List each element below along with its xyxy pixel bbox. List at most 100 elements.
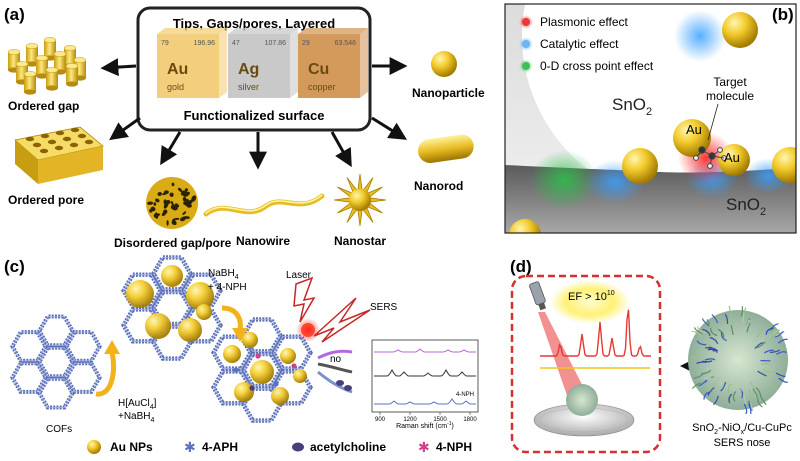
au-nps-in-cof [126,265,307,405]
cylinder [23,71,37,95]
panel-d-label: (d) [510,257,532,276]
disordered-label: Disordered gap/pore [114,236,232,250]
reagent2-line1: NaBH4 [208,268,239,281]
nanostar-label: Nanostar [334,234,386,248]
cylinder [45,67,59,91]
sers-bolt-icon [313,297,371,343]
step-arrow-2 [221,305,243,331]
legend-plasmonic: Plasmonic effect [540,15,628,29]
panel-d: (d) EF > 1010 SnO2-NiOx/Cu-CuPc SERS nos… [510,257,792,454]
spectrum-tag: 4-NPH [456,392,474,398]
star-blue-icon: ✱ [184,439,196,455]
legend-cross-point: 0-D cross point effect [540,59,654,73]
caption-line2: SERS nose [714,437,771,449]
caption-line1: SnO2-NiOx/Cu-CuPc [692,422,792,436]
nanowire-label: Nanowire [236,234,290,248]
panel-b: (b) Plasmonic effect Catalytic effect 0-… [504,3,797,234]
spectrum-tick: 1800 [463,417,477,423]
cofs-label: COFs [46,424,72,435]
laser-bolt-icon [293,276,316,323]
legend-acetylcholine: acetylcholine [310,440,386,454]
panel-c-legend: Au NPs ✱ 4-APH acetylcholine ✱ 4-NPH [87,439,472,455]
laser-beam [538,312,592,404]
ordered-gap-illustration [7,37,87,95]
cylinder [35,55,49,79]
cof-frameworks [10,255,313,423]
ordered-gap-label: Ordered gap [8,99,79,113]
legend-4-aph: 4-APH [202,440,238,454]
disordered-illustration [146,177,198,229]
spectrum-tick: 1200 [403,417,417,423]
au-left-label: Au [686,122,702,137]
sers-spectrum-red [540,309,651,357]
box-title: Tips, Gaps/pores, Layered [173,16,335,31]
panel-a: (a) Tips, Gaps/pores, Layered Functional… [4,5,485,250]
sers-nose-strands [690,305,788,415]
panel-c: (c) COFs H[AuCl4] +NaBH4 NaBH4 + 4-NPH L… [4,255,479,455]
spectrum-xlabel: Raman shift (cm-1) [396,421,454,430]
au-right-label: Au [724,150,740,165]
au-nps-icon [87,440,101,454]
laser-label: Laser [286,270,312,281]
legend-au-nps: Au NPs [110,440,153,454]
small-sensor-ball [566,384,598,416]
ef-label: EF > 1010 [568,290,615,303]
cof-cluster-1 [10,314,102,410]
ordered-pore-label: Ordered pore [8,193,84,207]
element-name: copper [308,82,336,92]
element-mass: 196.96 [194,40,216,47]
panel-b-label: (b) [772,5,794,24]
spectrum-tick: 1500 [433,417,447,423]
legend-4-nph: 4-NPH [436,440,472,454]
element-symbol: Cu [308,61,329,78]
nanorod-illustration [417,134,474,163]
nanoparticle-label: Nanoparticle [412,86,485,100]
panel-c-label: (c) [4,257,25,276]
cylinder [7,49,21,73]
nanoparticle-illustration [431,51,457,77]
ef-glow [550,280,630,324]
panel-a-label: (a) [4,5,25,24]
panel-a-arrows [100,57,408,170]
step-arrow-1 [95,351,116,397]
target-label-line1: Target [713,75,747,89]
sno2-bottom-label: SnO2 [726,195,766,218]
star-pink-icon: ✱ [418,439,430,455]
reagent1-line1: H[AuCl4] [118,398,157,411]
panel-b-legend: Plasmonic effect Catalytic effect 0-D cr… [519,15,654,73]
legend-catalytic: Catalytic effect [540,37,619,51]
nanowire-illustration [203,193,325,217]
element-number: 79 [161,40,169,47]
laser-pointer-icon [529,281,547,311]
reagent1-line2: +NaBH4 [118,411,155,424]
sno2-top-label: SnO2 [612,95,652,118]
panel-b-frame [504,3,797,234]
element-number: 47 [232,40,240,47]
element-mass: 63.546 [335,40,357,47]
element-symbol: Au [167,61,188,78]
nanostar-illustration [333,173,387,227]
reagent2-line2: + 4-NPH [208,282,247,293]
ordered-pore-illustration [14,126,104,184]
target-label-line2: molecule [706,89,754,103]
sers-label: SERS [370,302,398,313]
sers-nose-sphere [688,310,788,410]
element-name: gold [167,82,184,92]
element-name: silver [238,82,259,92]
raman-spectrum-plot: 900 1200 1500 1800 4-NPH Raman shift (cm-1) [371,339,479,430]
box-footer: Functionalized surface [184,108,325,123]
cylinder [65,63,79,87]
element-mass: 107.86 [265,40,287,47]
target-molecule-icon [693,146,727,169]
element-number: 29 [302,40,310,47]
nanorod-label: Nanorod [414,179,463,193]
no-label: no [330,354,342,365]
ellipse-purple-icon [292,442,304,452]
spectrum-tick: 900 [375,417,386,423]
cylinder [25,43,39,67]
